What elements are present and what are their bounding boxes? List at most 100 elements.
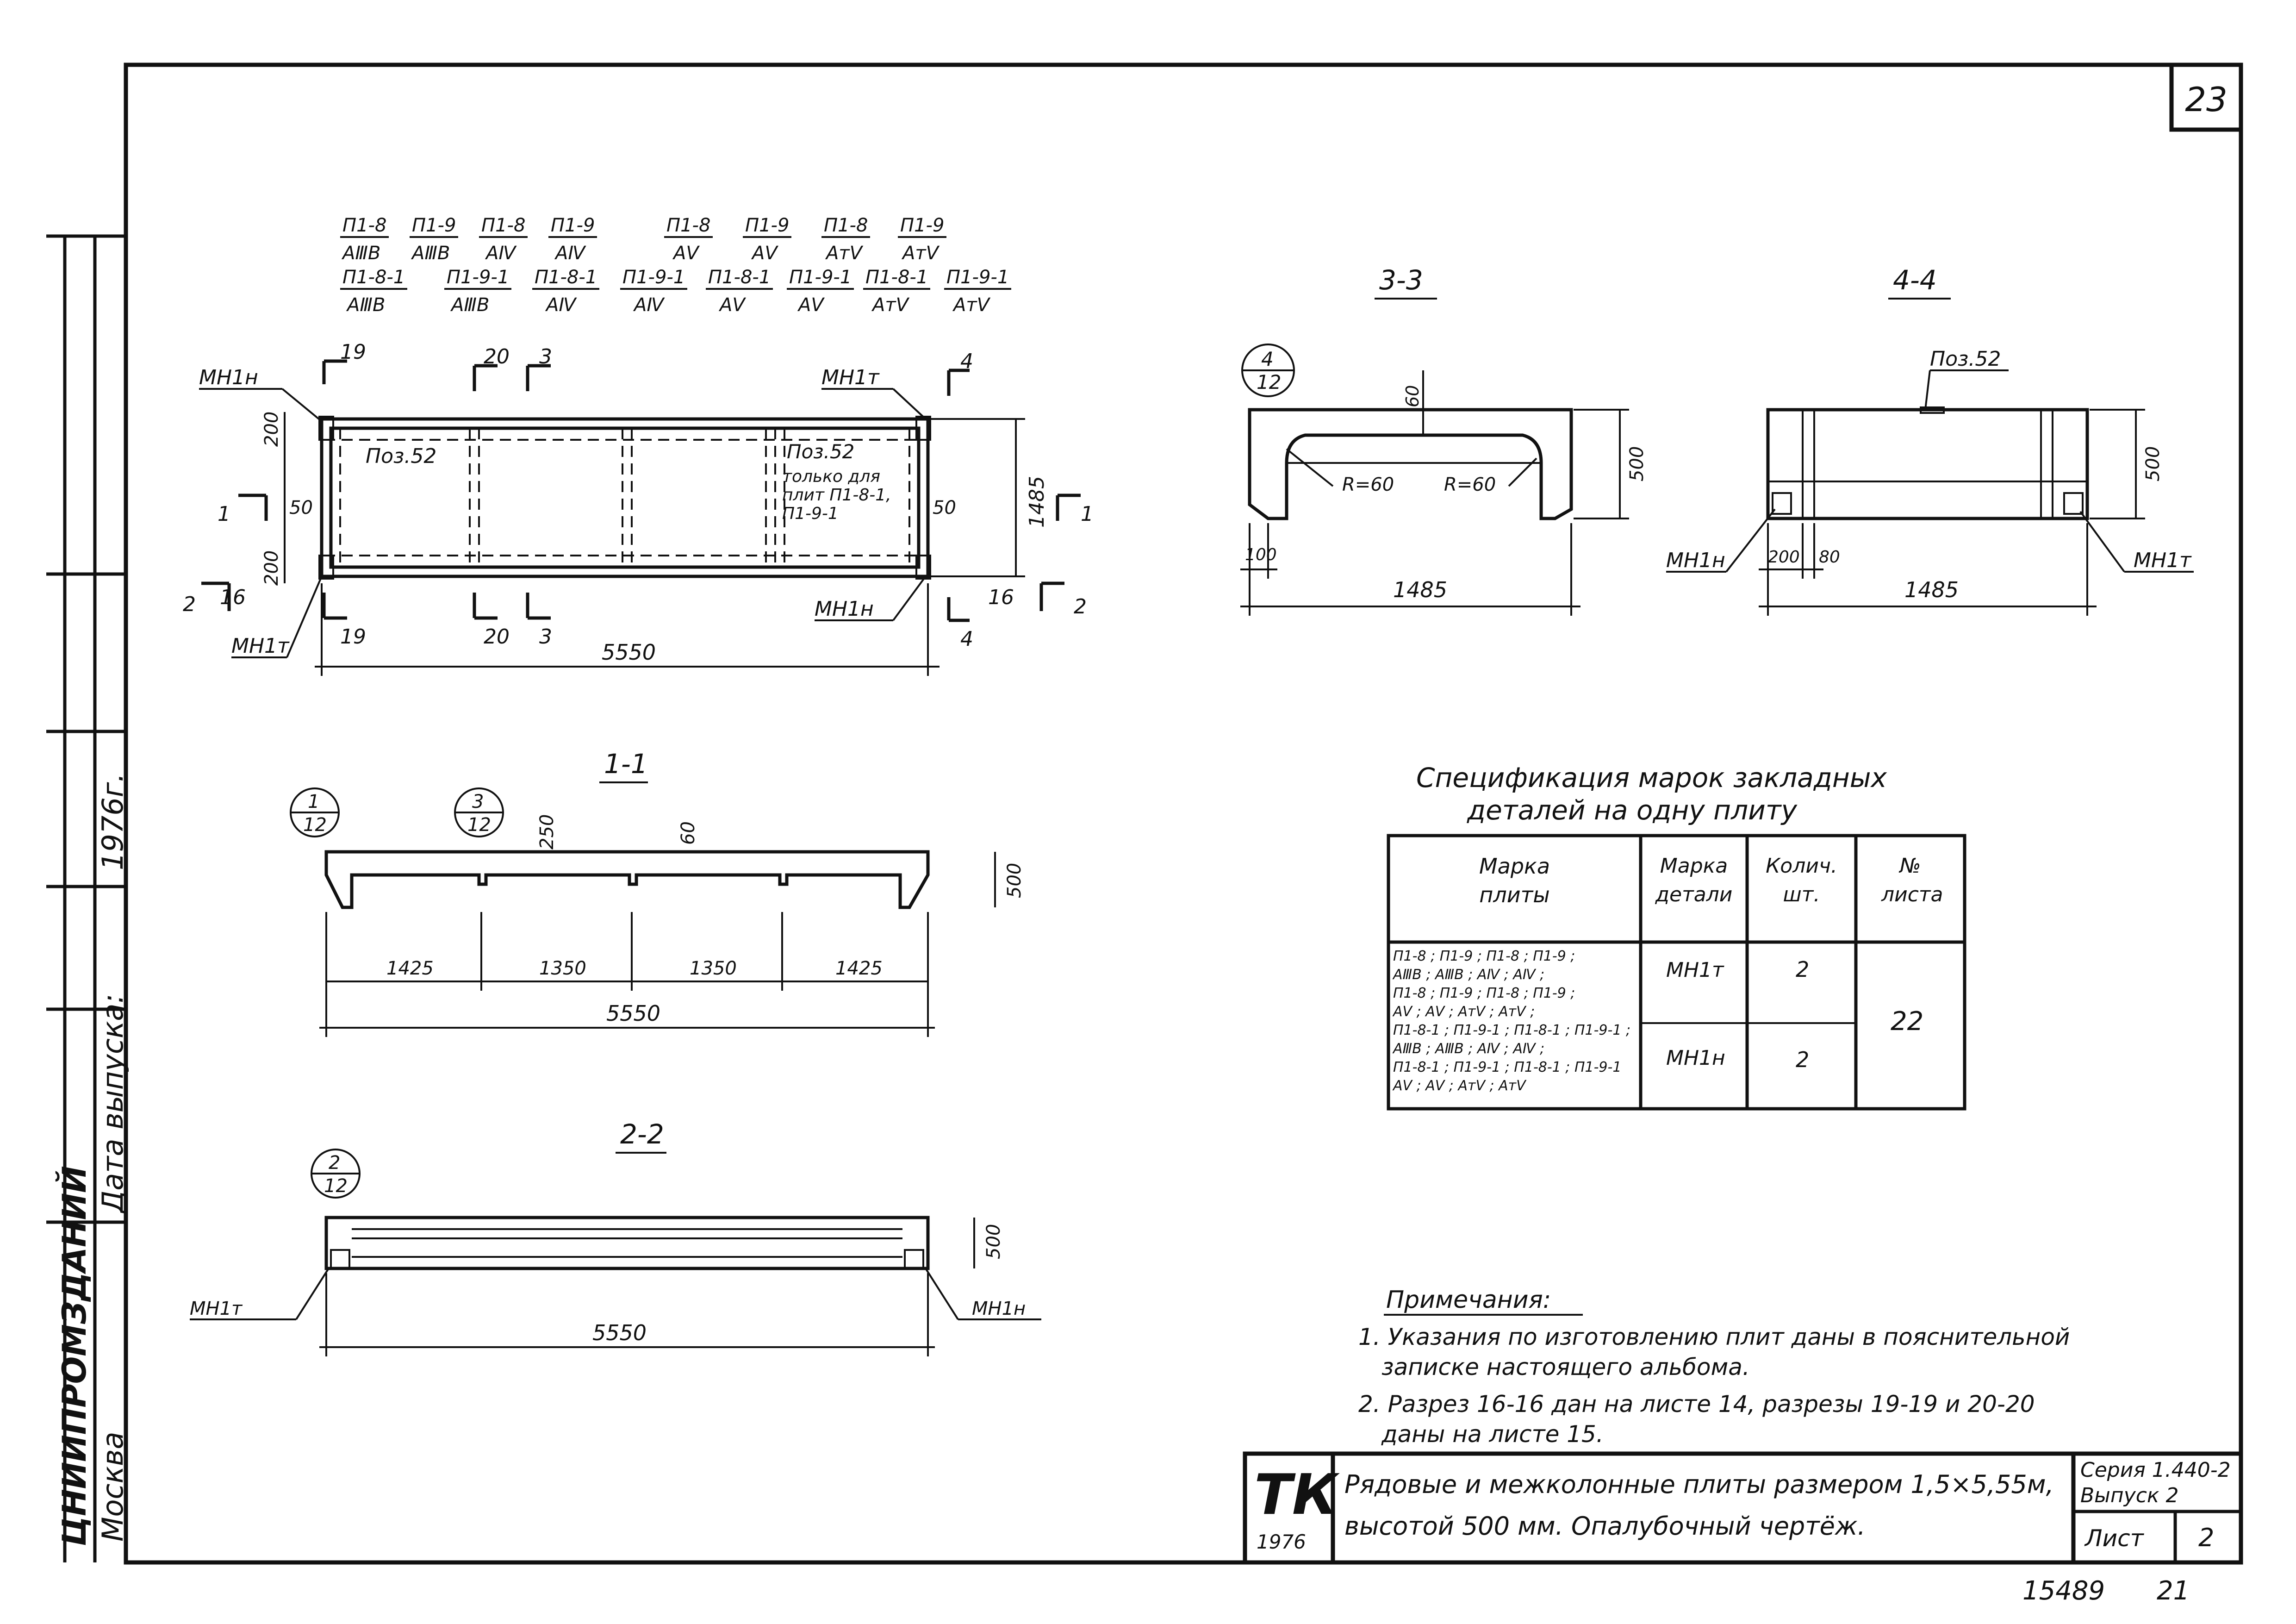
section-1-1: 1-1 1 12 3 12 250 60 500 1425 1350 1350 …	[290, 748, 1025, 1037]
plan-mn1t-bottom: МН1т	[231, 634, 290, 658]
notes: Примечания: 1. Указания по изготовлению …	[1358, 1286, 2070, 1448]
spec-row2-detail: МН1н	[1666, 1046, 1725, 1070]
spec-plate-mark-4: AⅤ ; AⅤ ; AтⅤ ; AтⅤ ;	[1392, 1004, 1535, 1020]
plan-mark-6-num: П1-9	[745, 215, 789, 236]
plan-mark2-8-num: П1-9-1	[946, 267, 1009, 288]
section-4-4-left-mark: МН1н	[1666, 549, 1725, 572]
plan-mark2-2-num: П1-9-1	[447, 267, 509, 288]
sheet-frame: 23	[124, 62, 2243, 1565]
cut-2-left: 2	[183, 593, 196, 616]
plan-mark-2-num: П1-9	[412, 215, 456, 236]
spec-header-sheet: № листа	[1881, 854, 1943, 906]
cut-16-right: 16	[988, 586, 1014, 609]
spec-plate-mark-6: AⅢB ; AⅢB ; AⅣ ; AⅣ ;	[1392, 1041, 1544, 1057]
sheet-number-top: 23	[2185, 80, 2228, 119]
section-1-1-total: 5550	[606, 1001, 660, 1026]
title-block-issue: Выпуск 2	[2080, 1484, 2178, 1507]
section-2-2-callout-num: 2	[329, 1152, 340, 1174]
section-3-3-title: 3-3	[1379, 264, 1423, 296]
plan-mark-7-den: AтⅤ	[825, 243, 864, 264]
title-block-org-mark: ТК	[1254, 1463, 1340, 1527]
section-4-4-pos52: Поз.52	[1930, 347, 2001, 371]
section-1-1-callout1-num: 1	[308, 791, 319, 812]
cut-3-bottom: 3	[539, 625, 552, 649]
section-3-3-r1: R=60	[1342, 474, 1394, 495]
plan-view: П1-8 AⅢB П1-9 AⅢB П1-8 AⅣ П1-9 AⅣ П1-8 A…	[183, 215, 1094, 676]
section-2-2-callout-den: 12	[324, 1175, 348, 1197]
plan-mark2-6-num: П1-9-1	[789, 267, 852, 288]
plan-mark-5-num: П1-8	[666, 215, 710, 236]
plan-mark-7-num: П1-8	[824, 215, 868, 236]
section-4-4-title: 4-4	[1893, 264, 1937, 296]
section-2-2: 2-2 2 12 500 МН1т МН1н 5550	[190, 1118, 1041, 1356]
title-block-title-line2: высотой 500 мм. Опалубочный чертёж.	[1344, 1512, 1866, 1541]
section-1-1-dims: 250 60 500 1425 1350 1350 1425 5550	[319, 814, 1025, 1037]
spec-plate-mark-7: П1-8-1 ; П1-9-1 ; П1-8-1 ; П1-9-1	[1393, 1059, 1621, 1075]
plan-mark-4-den: AⅣ	[554, 243, 586, 264]
notes-2a: 2. Разрез 16-16 дан на листе 14, разрезы…	[1358, 1391, 2035, 1418]
section-4-4-dim-width: 1485	[1904, 577, 1959, 602]
title-block-year: 1976	[1257, 1530, 1306, 1553]
spec-header-plate: Марка плиты	[1479, 854, 1550, 907]
cut-19-bottom: 19	[340, 625, 366, 649]
plan-pos52-note: только для плит П1-8-1, П1-9-1	[782, 468, 891, 523]
footer-archive-number: 15489	[2022, 1576, 2105, 1606]
spec-sheet-number: 22	[1891, 1006, 1923, 1037]
plan-mark-8-den: AтⅤ	[901, 243, 940, 264]
section-1-1-title: 1-1	[604, 748, 648, 780]
section-1-1-callout2-den: 12	[467, 814, 491, 836]
left-strip: ЦНИИПРОМЗДАНИЙ Москва Дата выпуска: 1976…	[46, 234, 130, 1562]
plan-mark2-8-den: AтⅤ	[952, 294, 991, 316]
plan-mark2-6-den: AⅤ	[797, 294, 825, 316]
cut-1-left: 1	[218, 502, 230, 526]
cut-19-top: 19	[340, 340, 366, 364]
section-3-3-r2: R=60	[1444, 474, 1496, 495]
cut-4-top: 4	[960, 350, 973, 373]
footer-page-number: 21	[2157, 1576, 2190, 1606]
section-1-1-span-3: 1350	[690, 958, 737, 979]
plan-mn1n-bottom: МН1н	[815, 597, 874, 621]
plan-mark-6-den: AⅤ	[751, 243, 778, 264]
title-block: ТК 1976 Рядовые и межколонные плиты разм…	[1243, 1451, 2243, 1565]
left-strip-org: ЦНИИПРОМЗДАНИЙ	[56, 1166, 93, 1546]
section-3-3-callout-den: 12	[1257, 371, 1281, 394]
plan-dim-length: 5550	[602, 640, 656, 665]
plan-pos52: Поз.52	[366, 444, 436, 468]
plan-mark2-7-den: AтⅤ	[871, 294, 910, 316]
section-3-3-dim-500: 500	[1626, 446, 1648, 481]
section-4-4-dim-200: 200	[1768, 548, 1800, 567]
spec-plate-mark-5: П1-8-1 ; П1-9-1 ; П1-8-1 ; П1-9-1 ;	[1393, 1022, 1630, 1038]
plan-mark2-5-num: П1-8-1	[708, 267, 771, 288]
spec-table: Спецификация марок закладных деталей на …	[1387, 762, 1966, 1111]
plan-mark2-4-num: П1-9-1	[622, 267, 685, 288]
plan-mark2-3-den: AⅣ	[545, 294, 577, 316]
spec-plate-mark-3: П1-8 ; П1-9 ; П1-8 ; П1-9 ;	[1393, 985, 1575, 1001]
plan-dim-width: 1485	[1025, 476, 1049, 528]
left-strip-date-label: Дата выпуска:	[96, 994, 130, 1214]
section-3-3-dim-width: 1485	[1393, 577, 1447, 602]
section-2-2-total: 5550	[592, 1320, 647, 1345]
plan-mark-2-den: AⅢB	[411, 243, 450, 264]
notes-1a: 1. Указания по изготовлению плит даны в …	[1358, 1324, 2070, 1350]
plan-mark2-4-den: AⅣ	[633, 294, 665, 316]
plan-ribs	[324, 428, 926, 567]
plan-mark-1-den: AⅢB	[341, 243, 380, 264]
cut-2-right: 2	[1074, 595, 1087, 618]
plan-mark-3-num: П1-8	[481, 215, 525, 236]
plan-dim-200-top: 200	[261, 412, 282, 447]
spec-plate-mark-2: AⅢB ; AⅢB ; AⅣ ; AⅣ ;	[1392, 967, 1544, 983]
plan-cut-markers: 19 20 3 4 1 1 2 16 2 16 19 20 3 4	[183, 340, 1094, 651]
section-4-4-dim-500: 500	[2142, 446, 2164, 481]
plan-mark2-5-den: AⅤ	[718, 294, 746, 316]
plan-marks-row2: П1-8-1 AⅢB П1-9-1 AⅢB П1-8-1 AⅣ П1-9-1 A…	[340, 267, 1011, 316]
cut-20-bottom: 20	[484, 625, 510, 649]
title-block-series: Серия 1.440-2	[2080, 1458, 2231, 1482]
section-4-4-dim-80: 80	[1819, 548, 1840, 567]
spec-row1-detail: МН1т	[1666, 958, 1724, 982]
section-1-1-callout2-num: 3	[472, 791, 484, 812]
section-2-2-right-mark: МН1н	[972, 1298, 1026, 1319]
section-4-4: 4-4 Поз.52 500 МН1н МН1т 200 80 1485	[1666, 264, 2194, 616]
cut-4-bottom: 4	[960, 627, 973, 651]
plan-mark2-1-den: AⅢB	[346, 294, 385, 316]
